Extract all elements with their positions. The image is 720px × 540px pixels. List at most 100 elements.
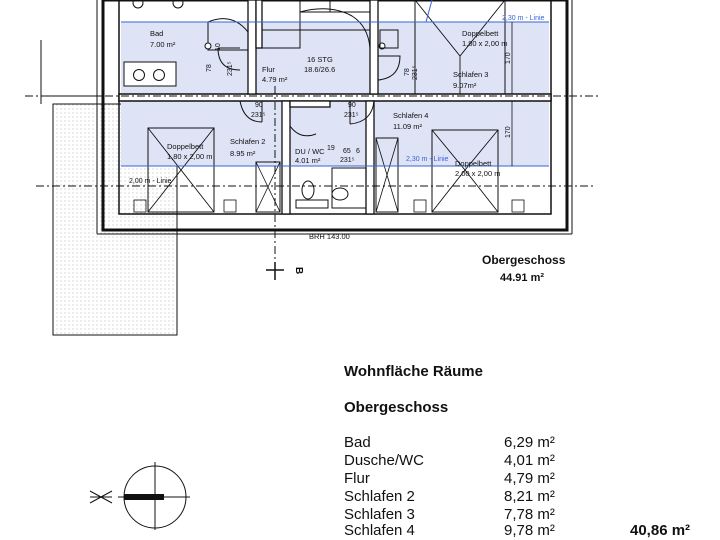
door-s2 [239, 100, 263, 123]
area-row: Schlafen 3 7,78 m² [344, 506, 720, 524]
pillow-s4 [413, 199, 427, 213]
bed3-label: Doppelbett [455, 159, 492, 168]
area-row-value: 4,01 m² [504, 452, 555, 469]
area-row-value: 8,21 m² [504, 488, 555, 505]
area-row-value: 9,78 m² [504, 522, 555, 539]
section-marker-b: B [293, 267, 304, 274]
area-row-name: Schlafen 2 [344, 488, 415, 505]
wall-s2-duwc [281, 100, 291, 215]
bed-schlafen2-lines [147, 127, 215, 213]
area-row: Schlafen 4 9,78 m² 40,86 m² [344, 522, 720, 540]
washbasin-right [153, 69, 165, 81]
area-row-value: 6,29 m² [504, 434, 555, 451]
bed-schlafen2 [147, 127, 215, 213]
pillow-s2b [223, 199, 237, 213]
wardrobe-s2 [255, 161, 281, 213]
area-row-value: 7,78 m² [504, 506, 555, 523]
area-row: Dusche/WC 4,01 m² [344, 452, 720, 470]
label-duwc: DU / WC [295, 147, 325, 156]
divider-wall [118, 93, 552, 102]
door-s3 [377, 55, 401, 81]
area-row-name: Bad [344, 434, 371, 451]
area-heading: Wohnfläche Räume [344, 363, 483, 380]
area-total: 40,86 m² [630, 522, 691, 539]
label-schlafen4: Schlafen 4 [393, 111, 428, 120]
door-duwc [289, 125, 317, 137]
area-row-name: Schlafen 4 [344, 522, 415, 539]
wall-stair-right [369, 0, 379, 95]
area-row: Bad 6,29 m² [344, 434, 720, 452]
door-bad [217, 47, 241, 71]
drain-a [132, 0, 144, 9]
area-row-value: 4,79 m² [504, 470, 555, 487]
label-bad: Bad [150, 29, 163, 38]
washbasin-left [133, 69, 145, 81]
stair-arc [299, 8, 371, 49]
area-row-name: Flur [344, 470, 370, 487]
bed-schlafen3-lines [414, 0, 506, 94]
area-row-name: Schlafen 3 [344, 506, 415, 523]
pillow-s2 [133, 199, 147, 213]
wardrobe-s2-x [255, 161, 281, 213]
area-row: Schlafen 2 8,21 m² [344, 488, 720, 506]
dim-170-upper: 170 [505, 52, 512, 64]
label-stair-ratio: 18.6/26.6 [304, 65, 335, 74]
label-stair: 16 STG [307, 55, 333, 64]
label-line-left: 2,00 m - Linie [129, 178, 172, 185]
door3-h: 231⁵ [251, 112, 266, 119]
label-schlafen3: Schlafen 3 [453, 70, 488, 79]
door2-w: 78 [404, 68, 411, 76]
door-s4 [349, 100, 375, 125]
leader-blue [425, 0, 433, 23]
label-schlafen2-area: 8.95 m² [230, 149, 256, 158]
north-marker [89, 490, 113, 504]
label-schlafen3-area: 9.07m² [453, 81, 477, 90]
dim-170-lower: 170 [505, 126, 512, 138]
door4-w: 90 [348, 102, 356, 109]
bed1-size: 1,80 x 2,00 m [462, 39, 507, 48]
door2-h: 231⁵ [412, 65, 419, 80]
shower-arc [207, 18, 249, 33]
wardrobe-s4 [375, 137, 399, 213]
dim-19: 19 [327, 145, 335, 152]
dim-10: 10 [215, 43, 222, 51]
area-floor: Obergeschoss [344, 399, 449, 416]
bed2-size: 1,80 x 2,00 m [167, 152, 212, 161]
shelf-s3 [379, 29, 399, 49]
door1-w: 78 [206, 64, 213, 72]
label-line-upper: 2,30 m - Linie [502, 15, 545, 22]
toilet [301, 180, 315, 200]
pillow-s4b [511, 199, 525, 213]
label-line-right: 2,30 m - Linie [406, 156, 449, 163]
terrace-outline [40, 40, 100, 104]
bed2-label: Doppelbett [167, 142, 204, 151]
bed1-label: Doppelbett [462, 29, 499, 38]
wardrobe-s4-x [375, 137, 399, 213]
wall-duwc-s4 [365, 100, 375, 215]
bed-schlafen4 [431, 129, 499, 213]
label-flur: Flur [262, 65, 275, 74]
label-schlafen2: Schlafen 2 [230, 137, 265, 146]
counter-duwc [295, 199, 329, 209]
label-duwc-area: 4.01 m² [295, 156, 321, 165]
area-row: Flur 4,79 m² [344, 470, 720, 488]
wall-stair-left [255, 0, 263, 49]
section-arrow [266, 262, 284, 280]
compass-needle [124, 494, 164, 500]
door3-w: 90 [255, 102, 263, 109]
drain-b [172, 0, 184, 9]
dim-6: 6 [356, 148, 360, 155]
door4-h: 231⁵ [344, 112, 359, 119]
basin-duwc [331, 187, 349, 201]
label-schlafen4-area: 11.09 m² [393, 122, 423, 131]
bed3-size: 2,00 x 2,00 m [455, 169, 500, 178]
wall-duwc-top [289, 100, 331, 108]
door-bad-knob [204, 42, 212, 50]
label-bad-area: 7.00 m² [150, 40, 176, 49]
door1-h: 231⁵ [227, 61, 234, 76]
outer-wall [101, 0, 569, 232]
shower-duwc [331, 167, 367, 209]
floor-title: Obergeschoss [482, 253, 566, 267]
door5-h: 231⁵ [340, 157, 355, 164]
